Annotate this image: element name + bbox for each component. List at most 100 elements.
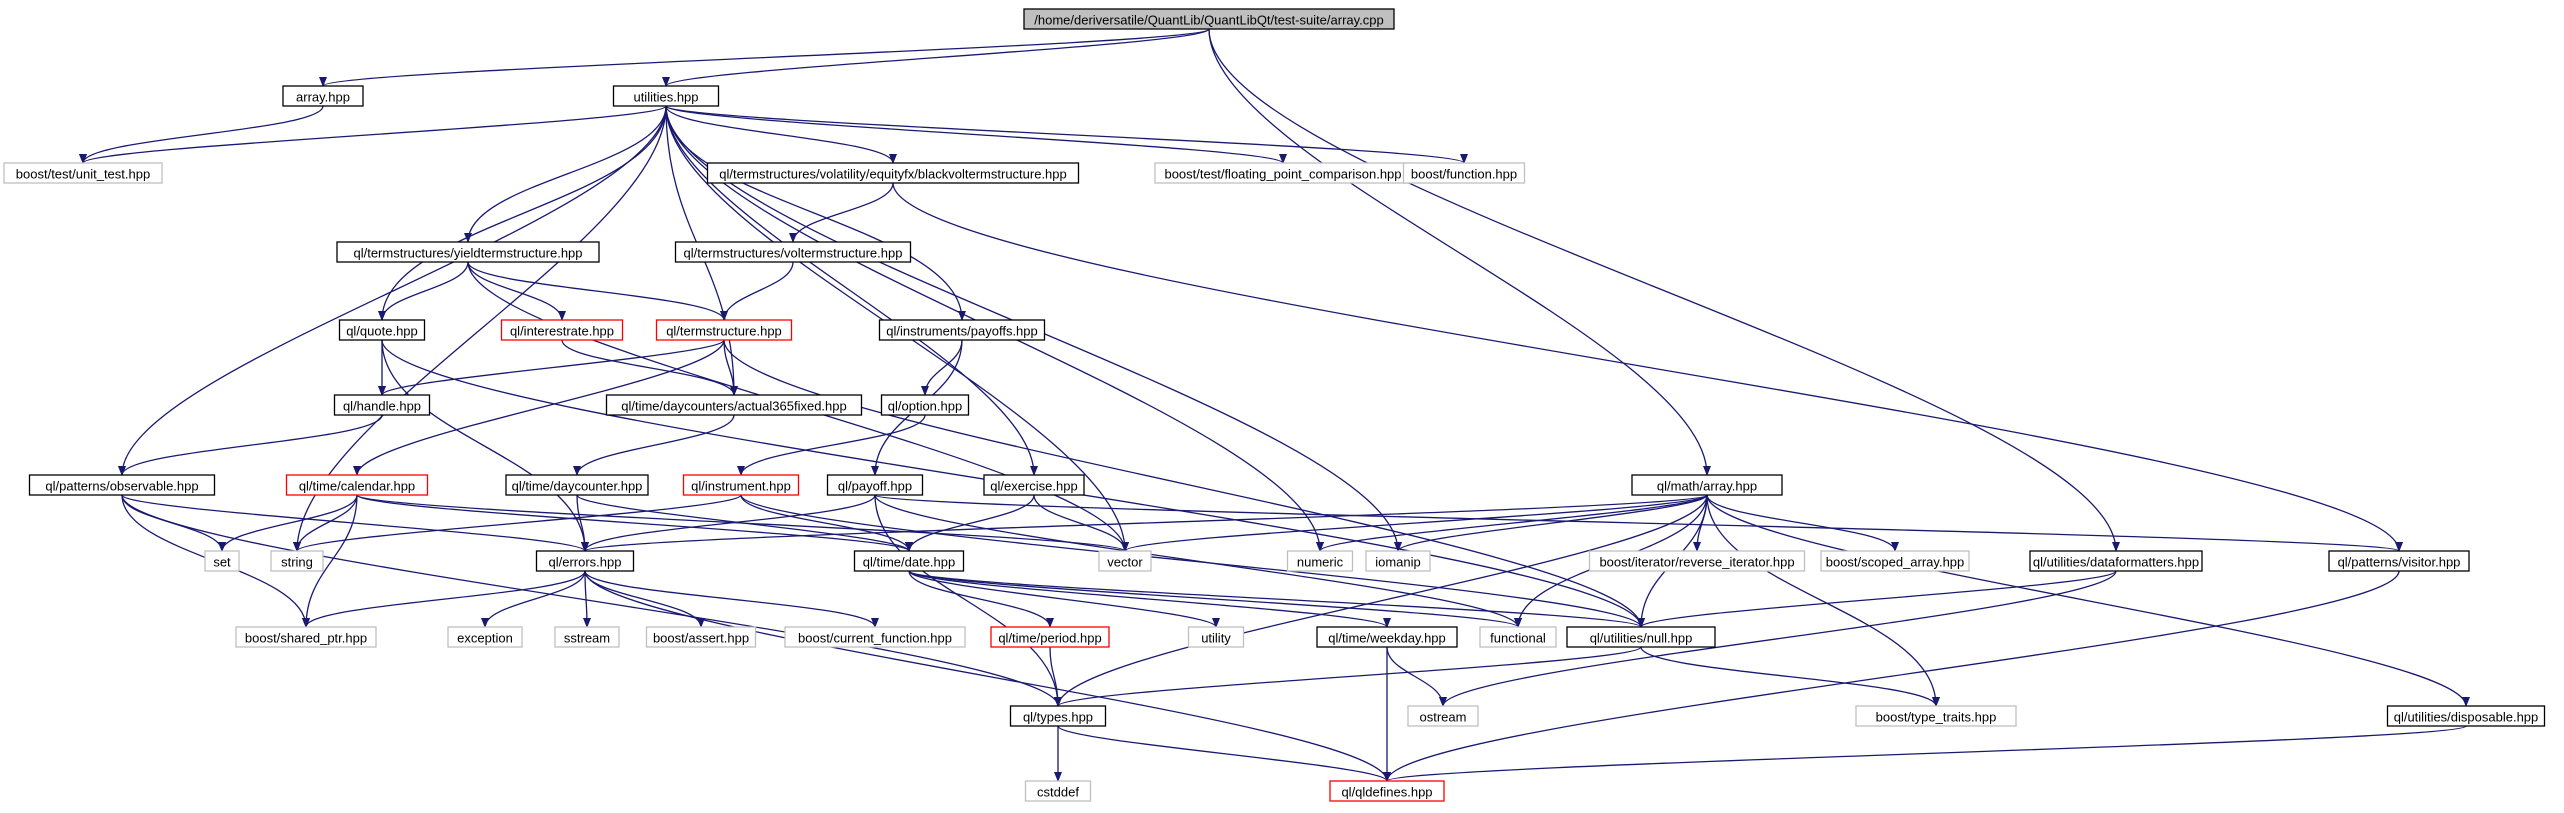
node-quote[interactable]: ql/quote.hpp: [338, 319, 426, 341]
edge-payoff-to-functional: [874, 494, 1522, 628]
node-sharedptr: boost/shared_ptr.hpp: [235, 626, 377, 648]
edge-termstructure-to-calendar: [353, 339, 725, 476]
node-exercise[interactable]: ql/exercise.hpp: [983, 474, 1085, 496]
node-option[interactable]: ql/option.hpp: [880, 394, 970, 416]
node-box: [1588, 550, 1806, 572]
edge-utilities-to-bfunction: [665, 105, 1468, 164]
node-cstddef: cstddef: [1024, 780, 1092, 802]
edge-exercise-to-vector: [1033, 494, 1129, 552]
edge-dataformatters-to-null: [1637, 570, 2117, 628]
node-box: [235, 626, 377, 648]
node-revit: boost/iterator/reverse_iterator.hpp: [1588, 550, 1806, 572]
node-box: [554, 626, 620, 648]
node-label: boost/assert.hpp: [653, 631, 749, 646]
node-set: set: [204, 550, 240, 572]
node-label: set: [213, 555, 231, 570]
node-label: ql/utilities/null.hpp: [1590, 631, 1693, 646]
node-label: ql/patterns/visitor.hpp: [2338, 555, 2461, 570]
node-box: [447, 626, 523, 648]
edge-blackvol-to-volts: [789, 182, 894, 243]
edge-matharray-to-disposable: [1706, 494, 2470, 707]
node-box: [1402, 162, 1526, 184]
node-utilities[interactable]: utilities.hpp: [612, 85, 720, 107]
node-matharray[interactable]: ql/math/array.hpp: [1631, 474, 1783, 496]
node-types[interactable]: ql/types.hpp: [1009, 705, 1107, 727]
edge-layer: [79, 28, 2470, 782]
node-disposable[interactable]: ql/utilities/disposable.hpp: [2386, 705, 2546, 727]
edge-instrument-to-string: [293, 494, 742, 552]
node-label: ql/time/period.hpp: [998, 631, 1101, 646]
node-payoffs[interactable]: ql/instruments/payoffs.hpp: [878, 319, 1046, 341]
node-label: boost/test/floating_point_comparison.hpp: [1164, 167, 1401, 182]
node-label: boost/current_function.hpp: [798, 631, 952, 646]
node-box: [1479, 626, 1557, 648]
node-payoff[interactable]: ql/payoff.hpp: [826, 474, 924, 496]
node-period[interactable]: ql/time/period.hpp: [990, 626, 1110, 648]
node-interestrate[interactable]: ql/interestrate.hpp: [500, 319, 624, 341]
node-label: ql/errors.hpp: [549, 555, 622, 570]
edge-matharray-to-iomanip: [1394, 494, 1708, 552]
node-root[interactable]: /home/deriversatile/QuantLib/QuantLibQt/…: [1023, 8, 1395, 30]
node-label: ql/termstructures/voltermstructure.hpp: [684, 246, 903, 261]
node-box: [28, 474, 216, 496]
node-calendar[interactable]: ql/time/calendar.hpp: [285, 474, 429, 496]
node-yieldts[interactable]: ql/termstructures/yieldtermstructure.hpp: [336, 241, 600, 263]
node-date[interactable]: ql/time/date.hpp: [853, 550, 965, 572]
node-box: [3, 162, 163, 184]
node-box: [1329, 780, 1445, 802]
node-label: array.hpp: [296, 90, 350, 105]
edge-utilities-to-unit_test: [79, 105, 667, 164]
node-box: [285, 474, 429, 496]
edge-termstructure-to-actual365: [723, 339, 738, 396]
node-handle[interactable]: ql/handle.hpp: [333, 394, 431, 416]
node-utility: utility: [1187, 626, 1245, 648]
edge-observable-to-types: [121, 494, 1062, 707]
node-box: [2029, 550, 2203, 572]
node-actual365[interactable]: ql/time/daycounters/actual365fixed.hpp: [605, 394, 863, 416]
edge-instrument-to-null: [740, 494, 1645, 628]
node-box: [605, 394, 863, 416]
node-box: [505, 474, 649, 496]
node-box: [1286, 550, 1354, 572]
edge-option-to-instrument: [737, 414, 926, 476]
node-box: [336, 241, 600, 263]
node-daycounter[interactable]: ql/time/daycounter.hpp: [505, 474, 649, 496]
node-box: [1407, 705, 1479, 727]
node-box: [333, 394, 431, 416]
node-box: [2328, 550, 2470, 572]
node-unit_test: boost/test/unit_test.hpp: [3, 162, 163, 184]
edge-types-to-qldefines: [1057, 725, 1391, 782]
node-box: [1098, 550, 1152, 572]
node-label: ql/exercise.hpp: [990, 479, 1077, 494]
edge-errors-to-curfunc: [584, 570, 879, 628]
edge-payoff-to-visitor: [874, 494, 2403, 552]
node-weekday[interactable]: ql/time/weekday.hpp: [1316, 626, 1458, 648]
node-instrument[interactable]: ql/instrument.hpp: [682, 474, 800, 496]
node-termstructure[interactable]: ql/termstructure.hpp: [655, 319, 793, 341]
node-null[interactable]: ql/utilities/null.hpp: [1566, 626, 1716, 648]
node-blackvol[interactable]: ql/termstructures/volatility/equityfx/bl…: [706, 162, 1080, 184]
edge-date-to-weekday: [908, 570, 1391, 628]
node-box: [1316, 626, 1458, 648]
node-sstream: sstream: [554, 626, 620, 648]
edge-visitor-to-qldefines: [1383, 570, 2400, 782]
node-string: string: [270, 550, 324, 572]
node-observable[interactable]: ql/patterns/observable.hpp: [28, 474, 216, 496]
node-label: exception: [457, 631, 513, 646]
edge-handle-to-observable: [118, 414, 383, 476]
node-array_hpp[interactable]: array.hpp: [282, 85, 364, 107]
node-label: ql/math/array.hpp: [1657, 479, 1757, 494]
node-label: utility: [1201, 631, 1231, 646]
node-label: ql/termstructures/volatility/equityfx/bl…: [719, 167, 1067, 182]
node-errors[interactable]: ql/errors.hpp: [535, 550, 635, 572]
node-qldefines[interactable]: ql/qldefines.hpp: [1329, 780, 1445, 802]
node-volts[interactable]: ql/termstructures/voltermstructure.hpp: [674, 241, 912, 263]
node-label: sstream: [564, 631, 610, 646]
node-box: [990, 626, 1110, 648]
node-visitor[interactable]: ql/patterns/visitor.hpp: [2328, 550, 2470, 572]
node-label: numeric: [1297, 555, 1344, 570]
node-dataformatters[interactable]: ql/utilities/dataformatters.hpp: [2029, 550, 2203, 572]
edge-daycounter-to-date: [576, 494, 913, 552]
edge-calendar-to-date: [356, 494, 913, 552]
